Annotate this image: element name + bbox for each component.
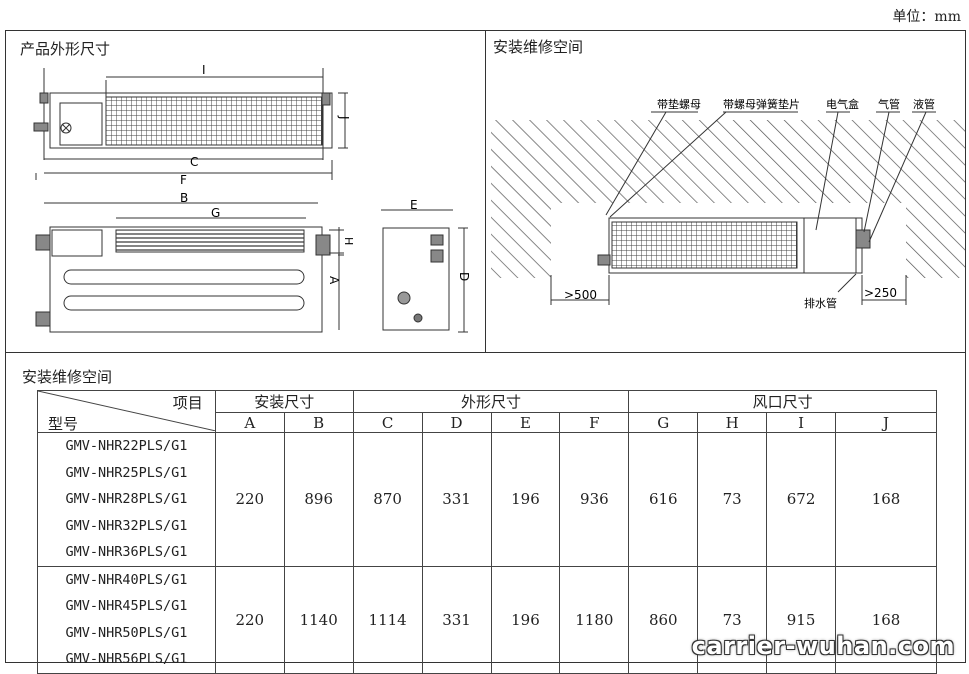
column-header: I (766, 412, 837, 433)
column-header: B (283, 412, 354, 433)
table-row: GMV-NHR40PLS/G1 GMV-NHR45PLS/G1 GMV-NHR5… (37, 565, 937, 674)
value-cell: 73 (697, 565, 768, 674)
corner-header-cell: 项目 型号 (37, 390, 216, 433)
dim-label-f: F (180, 173, 187, 187)
model-name: GMV-NHR32PLS/G1 (65, 517, 188, 534)
dim-label-b: B (180, 191, 188, 205)
value-cell: 870 (352, 432, 423, 567)
header-model-label: 型号 (48, 415, 79, 433)
value-cell: 331 (421, 432, 492, 567)
model-name: GMV-NHR36PLS/G1 (65, 544, 188, 560)
group-outline-header: 外形尺寸 (352, 390, 630, 413)
model-name: GMV-NHR22PLS/G1 (65, 438, 188, 454)
dim-label-d: D (457, 272, 471, 281)
value-cell: 1140 (283, 565, 354, 674)
value-cell: 168 (835, 432, 937, 567)
label-drain-pipe: 排水管 (804, 296, 837, 310)
diagonal-line (38, 391, 216, 431)
install-space-title: 安装维修空间 (493, 38, 584, 56)
value-cell: 672 (766, 432, 837, 567)
model-name: GMV-NHR40PLS/G1 (65, 571, 188, 588)
top-view (33, 68, 348, 180)
dim-label-g: G (211, 206, 220, 220)
outline-dimension-title: 产品外形尺寸 (20, 40, 111, 58)
model-name: GMV-NHR28PLS/G1 (65, 491, 188, 507)
dim-label-h: H (342, 237, 355, 245)
install-space-drawing: 带垫螺母 带螺母弹簧垫片 电气盒 气管 液管 排水管 >500 >250 (491, 97, 965, 310)
column-header: A (214, 412, 285, 433)
value-cell: 896 (283, 432, 354, 567)
value-cell: 1180 (559, 565, 630, 674)
group-install-header: 安装尺寸 (214, 390, 354, 413)
value-cell: 73 (697, 432, 768, 567)
column-header: D (421, 412, 492, 433)
value-cell: 196 (490, 432, 561, 567)
dim-label-c: C (190, 155, 198, 169)
table-row: GMV-NHR22PLS/G1 GMV-NHR25PLS/G1 GMV-NHR2… (37, 432, 937, 567)
label-spring-washer-nut: 带螺母弹簧垫片 (723, 97, 800, 111)
dim-label-a: A (327, 276, 341, 285)
model-name: GMV-NHR56PLS/G1 (65, 651, 188, 667)
value-cell: 220 (214, 432, 285, 567)
group-vent-header: 风口尺寸 (628, 390, 937, 413)
dim-label-i: I (202, 63, 206, 77)
value-cell: 616 (628, 432, 699, 567)
panel-divider-vertical (485, 30, 486, 352)
model-name: GMV-NHR25PLS/G1 (65, 464, 188, 481)
label-clearance-right: >250 (864, 286, 897, 300)
model-list-cell: GMV-NHR22PLS/G1 GMV-NHR25PLS/G1 GMV-NHR2… (37, 432, 216, 567)
label-gas-pipe: 气管 (878, 97, 900, 111)
column-header: G (628, 412, 699, 433)
column-header: J (835, 412, 937, 433)
header-item-label: 项目 (172, 394, 203, 412)
label-electric-box: 电气盒 (826, 97, 859, 111)
model-name: GMV-NHR45PLS/G1 (65, 598, 188, 614)
column-header: E (490, 412, 561, 433)
spec-table: 项目 型号 安装尺寸 外形尺寸 风口尺寸 A B C D E F G H I J… (37, 390, 937, 674)
panel-divider-horizontal (5, 352, 966, 353)
model-list-cell: GMV-NHR40PLS/G1 GMV-NHR45PLS/G1 GMV-NHR5… (37, 565, 216, 674)
column-header: F (559, 412, 630, 433)
label-liquid-pipe: 液管 (913, 97, 935, 111)
front-view (35, 202, 344, 333)
value-cell: 168 (835, 565, 937, 674)
column-header: C (352, 412, 423, 433)
side-view (381, 209, 468, 333)
value-cell: 1114 (352, 565, 423, 674)
dim-label-e: E (410, 198, 418, 212)
watermark: carrier-wuhan.com (691, 632, 955, 660)
value-cell: 936 (559, 432, 630, 567)
value-cell: 860 (628, 565, 699, 674)
label-washer-nut: 带垫螺母 (657, 97, 701, 111)
value-cell: 915 (766, 565, 837, 674)
dim-label-j: J (337, 115, 351, 120)
outline-drawings: I C F J B G H A E D (33, 63, 471, 333)
value-cell: 196 (490, 565, 561, 674)
column-header: H (697, 412, 768, 433)
install-space-table-title: 安装维修空间 (22, 368, 113, 386)
model-name: GMV-NHR50PLS/G1 (65, 624, 188, 641)
label-clearance-left: >500 (564, 288, 597, 302)
value-cell: 220 (214, 565, 285, 674)
unit-label: 单位：mm (892, 9, 961, 25)
value-cell: 331 (421, 565, 492, 674)
